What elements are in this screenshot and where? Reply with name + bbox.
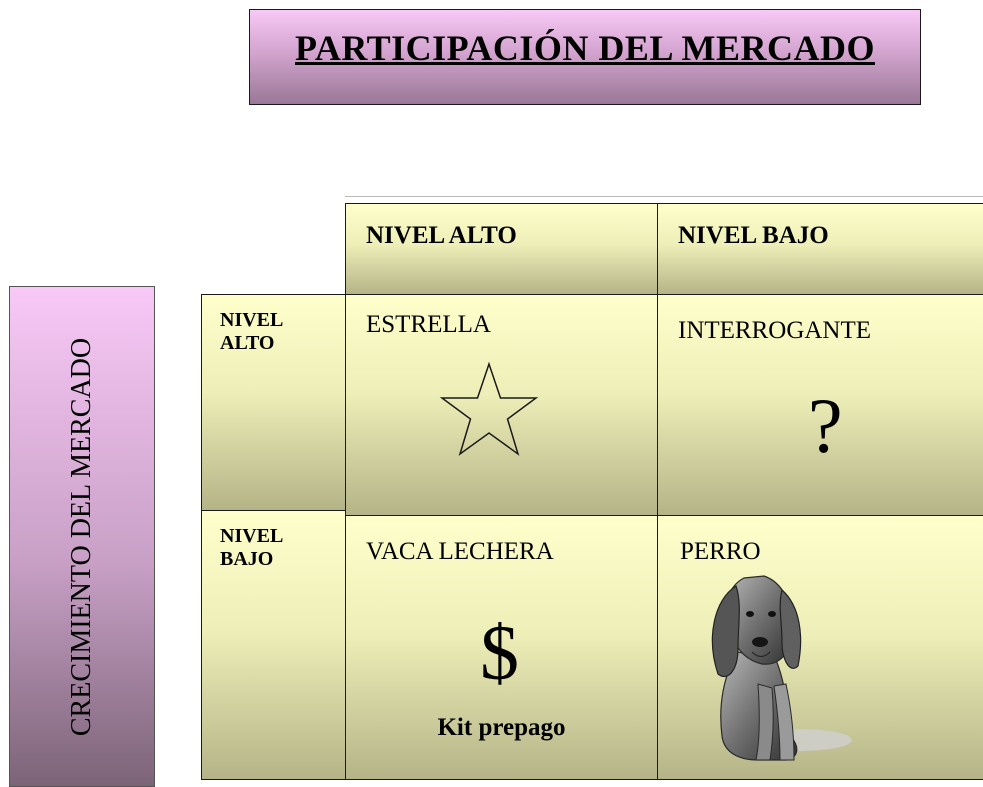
row-header-low: NIVEL BAJO — [201, 510, 346, 780]
quadrant-star-label: ESTRELLA — [366, 311, 491, 338]
row-header-high: NIVEL ALTO — [201, 294, 346, 511]
star-icon — [439, 361, 539, 456]
column-header-high-label: NIVEL ALTO — [366, 222, 517, 249]
quadrant-cow-caption: Kit prepago — [437, 714, 566, 741]
dog-image — [711, 575, 852, 761]
column-header-low-label: NIVEL BAJO — [678, 222, 829, 249]
row-header-low-line2: BAJO — [220, 548, 274, 570]
quadrant-question: INTERROGANTE ? — [657, 294, 983, 516]
title-banner: PARTICIPACIÓN DEL MERCADO — [249, 9, 921, 105]
dollar-symbol: $ — [480, 609, 519, 696]
axis-banner: CRECIMIENTO DEL MERCADO — [9, 286, 155, 787]
title-text: PARTICIPACIÓN DEL MERCADO — [295, 28, 875, 68]
quadrant-dog-label: PERRO — [680, 538, 761, 565]
row-header-low-label: NIVEL BAJO — [220, 525, 283, 571]
quadrant-cow: VACA LECHERA $ Kit prepago — [345, 515, 658, 780]
row-header-high-line1: NIVEL — [220, 309, 284, 331]
column-header-low: NIVEL BAJO — [657, 203, 983, 295]
row-header-low-line1: NIVEL — [220, 525, 284, 547]
quadrant-cow-label: VACA LECHERA — [366, 538, 554, 565]
axis-label: CRECIMIENTO DEL MERCADO — [66, 337, 97, 736]
quadrant-star: ESTRELLA — [345, 294, 658, 516]
quadrant-question-label: INTERROGANTE — [678, 317, 872, 344]
quadrant-dog: PERRO — [657, 515, 983, 780]
row-header-high-line2: ALTO — [220, 332, 275, 354]
question-mark-symbol: ? — [808, 382, 843, 469]
column-header-high: NIVEL ALTO — [345, 203, 658, 295]
row-header-high-label: NIVEL ALTO — [220, 309, 283, 355]
header-top-rule — [345, 196, 983, 203]
